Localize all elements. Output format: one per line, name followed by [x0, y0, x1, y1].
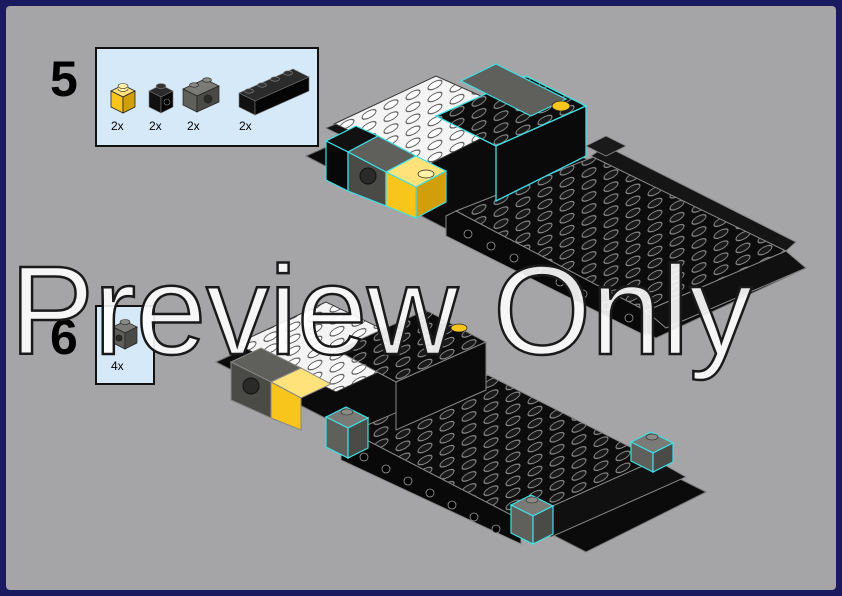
part-qty: 2x — [111, 119, 124, 133]
part-black-brick-1x4 — [235, 63, 313, 124]
part-qty: 2x — [187, 119, 200, 133]
part-yellow-brick-1x1 — [107, 81, 137, 120]
model-illustrations — [214, 63, 808, 553]
part-black-brick-1x1 — [145, 81, 175, 120]
step-number-5: 5 — [50, 51, 78, 107]
part-qty: 2x — [149, 119, 162, 133]
part-dark-gray-brick-1x1-pinhole — [109, 317, 139, 356]
part-qty: 4x — [111, 359, 124, 373]
part-dark-gray-technic-brick — [179, 75, 223, 120]
step-number-6: 6 — [50, 309, 78, 365]
instruction-page: 5 2x 2x — [6, 6, 836, 590]
part-qty: 2x — [239, 119, 252, 133]
step-5-model — [304, 63, 808, 339]
parts-callout-step-6: 4x — [95, 305, 155, 385]
parts-callout-step-5: 2x 2x 2x — [95, 47, 319, 147]
step-6-model — [214, 301, 708, 553]
